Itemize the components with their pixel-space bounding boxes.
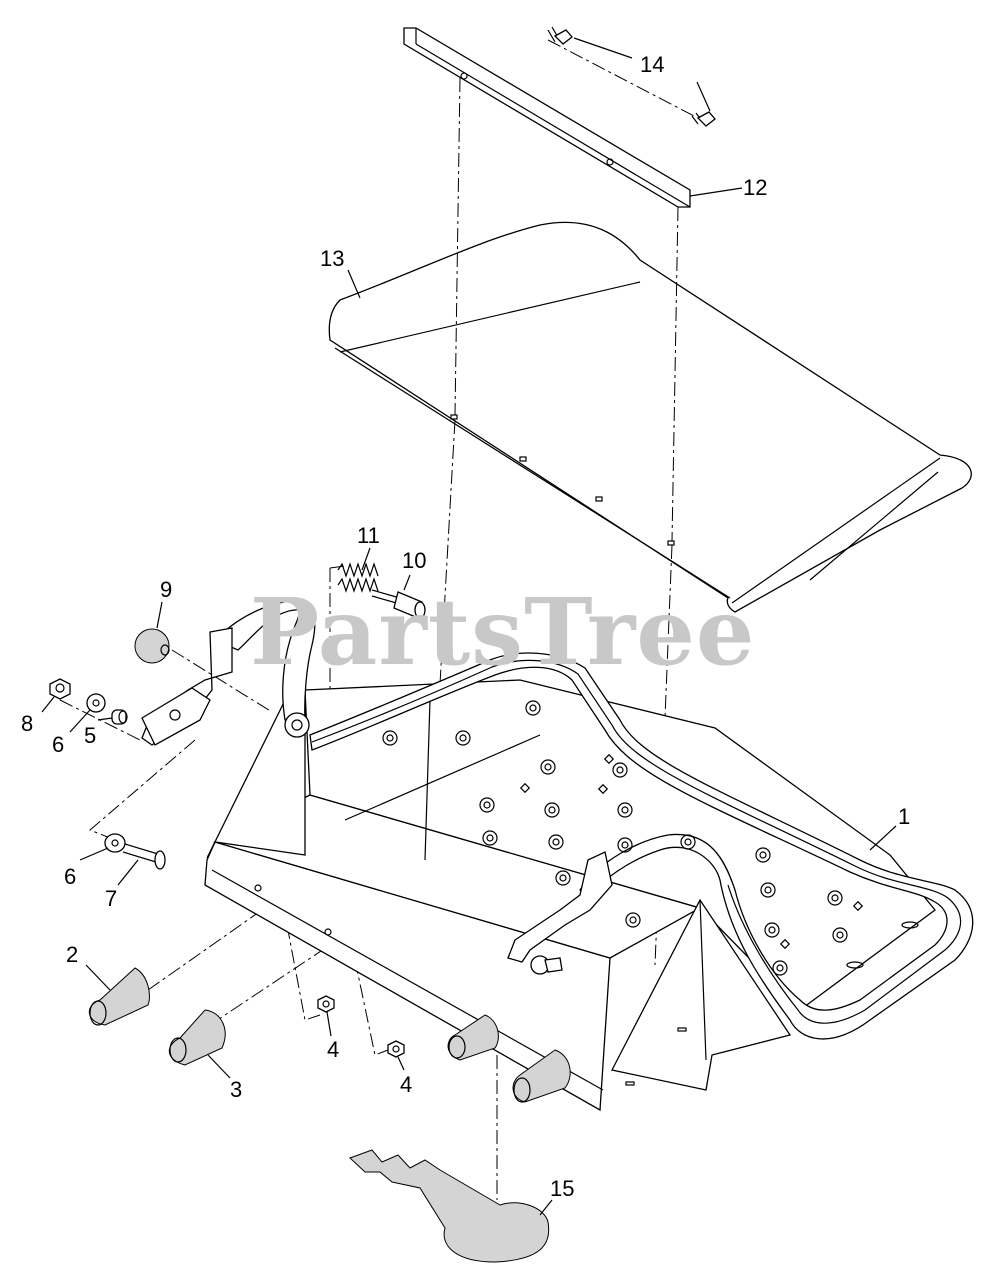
callout-11: 11: [357, 523, 380, 548]
callout-13: 13: [320, 246, 344, 271]
parts-8-6-5-hardware: [49, 678, 128, 725]
part-4-nuts: [317, 995, 405, 1058]
bolt-upper: [547, 26, 573, 45]
frame-bumpers: [447, 1014, 571, 1103]
part-12-bracket: [403, 27, 691, 208]
floor-bosses: [382, 700, 919, 976]
part-2-bumper: [88, 967, 150, 1026]
callout-4b: 4: [400, 1072, 412, 1097]
callout-3: 3: [230, 1077, 242, 1102]
part-1-frame: [141, 599, 974, 1112]
callout-12: 12: [743, 175, 767, 200]
callout-1: 1: [898, 804, 910, 829]
part-15-decal: [349, 1149, 550, 1263]
callout-4a: 4: [327, 1037, 339, 1062]
part-3-bumper: [168, 1009, 226, 1066]
callout-14: 14: [640, 52, 664, 77]
callout-5: 5: [84, 723, 96, 748]
parts-6-7-pin-washer: [104, 833, 166, 870]
callout-15: 15: [550, 1176, 574, 1201]
callout-8: 8: [21, 711, 33, 736]
bolt-lower: [691, 111, 716, 127]
leader-lines: [41, 37, 897, 1216]
callout-6a: 6: [52, 732, 64, 757]
callout-2: 2: [66, 942, 78, 967]
callout-6b: 6: [64, 864, 76, 889]
callout-10: 10: [402, 548, 426, 573]
part-10-pin: [371, 589, 426, 619]
part-9-knob: [134, 628, 170, 664]
callouts: 1 2 3 4 4 5 6 6 7 8 9 10 11 12 13 14 15: [21, 52, 910, 1201]
part-13-floor-pan: [328, 221, 972, 613]
part-14-bolts: [547, 26, 716, 127]
callout-9: 9: [160, 577, 172, 602]
callout-7: 7: [105, 886, 117, 911]
part-11-spring: [337, 562, 379, 593]
